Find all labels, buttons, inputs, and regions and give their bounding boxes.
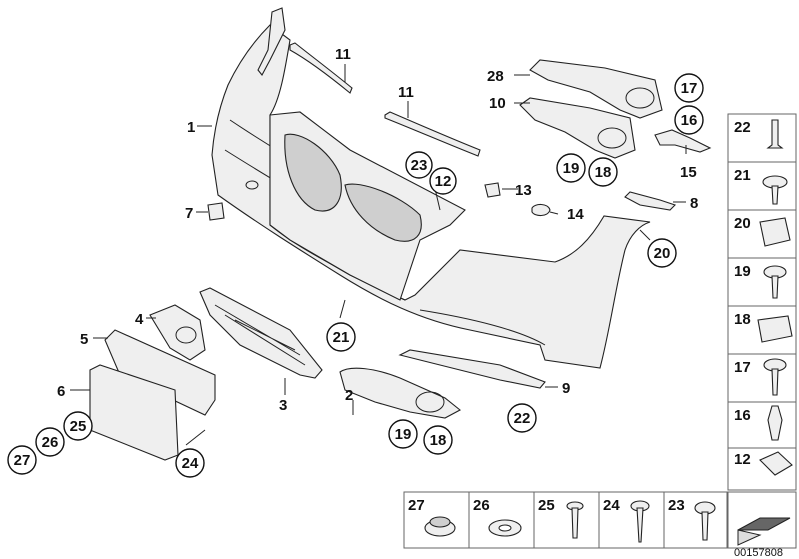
label-20: 20 xyxy=(654,245,671,262)
label-12: 12 xyxy=(435,173,452,190)
part-13 xyxy=(484,182,501,198)
label-1: 1 xyxy=(187,119,195,136)
document-number: 00157808 xyxy=(734,547,783,559)
label-5: 5 xyxy=(80,331,88,348)
label-18b: 18 xyxy=(430,432,447,449)
sidebar-label-20: 20 xyxy=(734,215,751,232)
part-15 xyxy=(654,129,712,153)
label-21: 21 xyxy=(333,329,350,346)
label-18a: 18 xyxy=(595,164,612,181)
screw-17-icon xyxy=(763,358,787,396)
part-7 xyxy=(207,202,225,221)
bottom-label-23: 23 xyxy=(668,497,685,514)
label-9: 9 xyxy=(562,380,570,397)
label-26: 26 xyxy=(42,434,59,451)
sidebar-label-17: 17 xyxy=(734,359,751,376)
side-strip-left xyxy=(257,7,286,76)
sidebar-label-19: 19 xyxy=(734,263,751,280)
label-11a: 11 xyxy=(335,46,351,63)
label-15: 15 xyxy=(680,164,697,181)
sidebar-label-18: 18 xyxy=(734,311,751,328)
clip-icon xyxy=(757,315,793,343)
bracket-10 xyxy=(519,97,636,159)
label-27: 27 xyxy=(14,452,31,469)
part-4 xyxy=(149,304,206,361)
label-11b: 11 xyxy=(398,84,414,101)
label-3: 3 xyxy=(279,397,287,414)
label-19a: 19 xyxy=(563,160,580,177)
bracket-28 xyxy=(529,59,663,119)
label-22: 22 xyxy=(514,410,531,427)
expanding-rivet-icon xyxy=(767,405,783,441)
direction-arrow-icon xyxy=(727,491,797,549)
label-19b: 19 xyxy=(395,426,412,443)
fastener-sidebar: 22 21 20 19 18 17 16 12 xyxy=(727,113,797,491)
part-14 xyxy=(531,203,551,217)
label-17: 17 xyxy=(681,80,698,97)
sidebar-label-16: 16 xyxy=(734,407,751,424)
bracket-strip-lower xyxy=(384,111,481,157)
sidebar-label-12: 12 xyxy=(734,451,751,468)
label-24: 24 xyxy=(182,455,199,472)
bottom-label-27: 27 xyxy=(408,497,425,514)
label-2: 2 xyxy=(345,387,353,404)
fastener-bottom-bar: 27 26 25 24 23 xyxy=(403,491,728,549)
sidebar-label-22: 22 xyxy=(734,119,751,136)
screw-25-icon xyxy=(566,501,584,539)
washer-icon xyxy=(488,519,522,537)
clip-nut-icon xyxy=(759,217,791,247)
screw-24-icon xyxy=(630,500,650,543)
label-14: 14 xyxy=(567,206,584,223)
sidebar-label-21: 21 xyxy=(734,167,751,184)
screw-washer-icon xyxy=(762,175,788,205)
part-9-spoiler xyxy=(398,349,546,389)
label-6: 6 xyxy=(57,383,65,400)
label-23: 23 xyxy=(411,157,428,174)
square-nut-icon xyxy=(759,451,793,476)
part-3-lower-grille xyxy=(199,287,323,379)
label-13: 13 xyxy=(515,182,532,199)
circled-labels: 23 12 17 16 19 18 20 21 22 19 18 25 26 2… xyxy=(7,73,704,478)
screw-23-icon xyxy=(694,501,716,541)
bottom-label-26: 26 xyxy=(473,497,490,514)
label-25: 25 xyxy=(70,418,87,435)
label-16: 16 xyxy=(681,112,698,129)
label-8: 8 xyxy=(690,195,698,212)
label-4: 4 xyxy=(135,311,144,328)
label-7: 7 xyxy=(185,205,193,222)
label-10: 10 xyxy=(489,95,506,112)
bottom-label-25: 25 xyxy=(538,497,555,514)
label-28: 28 xyxy=(487,68,504,85)
bottom-label-24: 24 xyxy=(603,497,620,514)
grommet-icon xyxy=(424,516,456,537)
push-rivet-icon xyxy=(766,119,784,149)
kidney-grille-frame xyxy=(269,111,466,301)
screw-icon xyxy=(763,265,787,299)
bracket-strip-upper xyxy=(289,42,353,94)
part-2-fog-grille xyxy=(339,367,461,419)
part-8 xyxy=(624,191,677,211)
